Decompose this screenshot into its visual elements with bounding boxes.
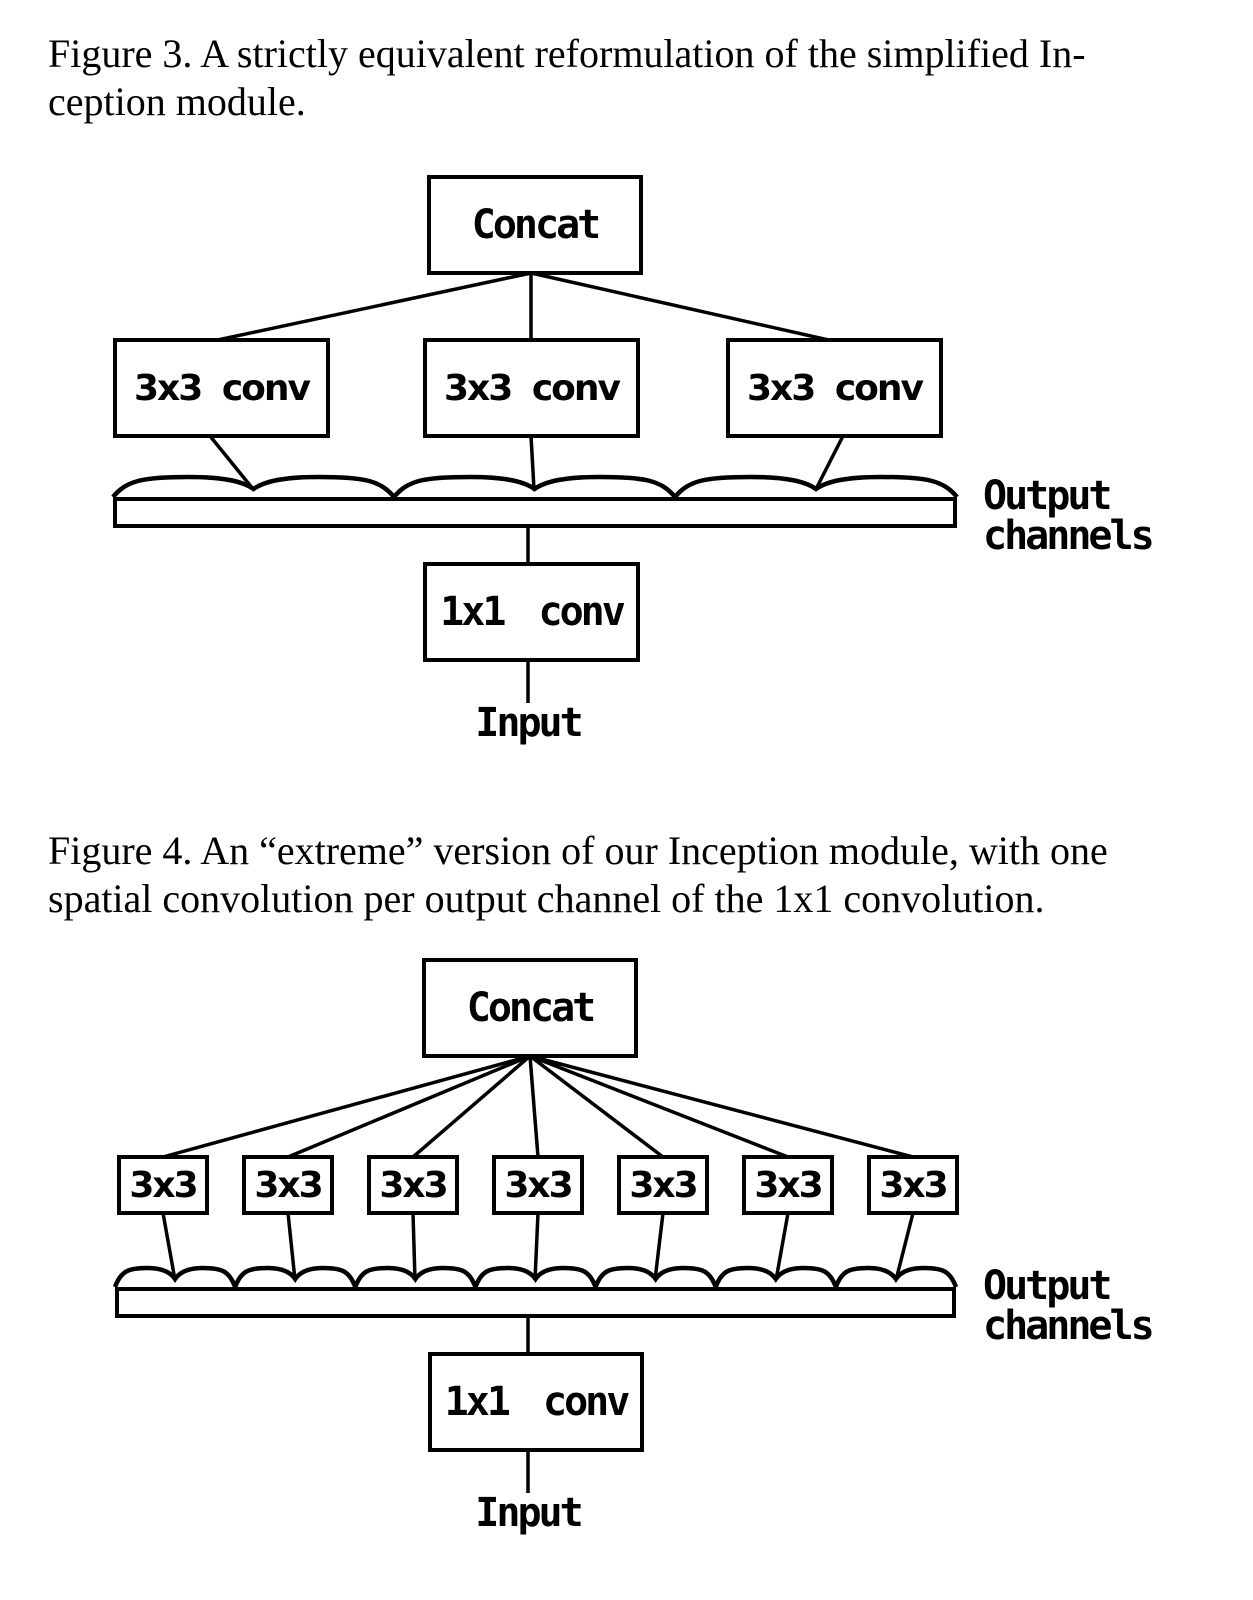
figure3-output-channels-line-1: Output [983, 473, 1112, 519]
figure3-connector-lines [208, 271, 845, 703]
figure3-caption-line-2: ception module. [48, 79, 306, 124]
figure3-conv-label-3: 3x3 conv [746, 367, 924, 409]
figure3-conv-node-1: 3x3 conv [113, 338, 330, 438]
figure3-conv-label-1: 3x3 conv [133, 367, 311, 409]
figure4-conv-node-1: 3x3 [117, 1155, 209, 1215]
figure4-output-channels-line-1: Output [983, 1263, 1112, 1309]
figure4-caption: Figure 4. An “extreme” version of our In… [48, 827, 1218, 923]
figure4-connector-lines [161, 1054, 915, 1493]
figure4-concat-label: Concat [466, 985, 596, 1031]
figure4-output-channels-label: Output channels [983, 1263, 1155, 1349]
figure3-pointwise-conv-label: 1x1 conv [440, 589, 626, 635]
figure3-conv-label-2: 3x3 conv [443, 367, 621, 409]
figure4-conv-label-7: 3x3 [879, 1164, 948, 1206]
figure3-conv-node-2: 3x3 conv [423, 338, 640, 438]
figure4-input-label: Input [475, 1490, 583, 1536]
figure4-conv-label-1: 3x3 [129, 1164, 198, 1206]
figure4-concat-node: Concat [422, 958, 638, 1058]
figure4-conv-node-2: 3x3 [242, 1155, 334, 1215]
figure4-caption-line-1: Figure 4. An “extreme” version of our In… [48, 828, 1108, 873]
figure3-conv-node-3: 3x3 conv [726, 338, 943, 438]
figure3-concat-label: Concat [471, 202, 601, 248]
figure3-output-channels-label: Output channels [983, 473, 1155, 559]
figure3-pointwise-conv-node: 1x1 conv [423, 562, 640, 662]
figure4-conv-label-6: 3x3 [754, 1164, 823, 1206]
figure4-conv-node-5: 3x3 [617, 1155, 709, 1215]
figure4-conv-node-4: 3x3 [492, 1155, 584, 1215]
figure4-conv-label-5: 3x3 [629, 1164, 698, 1206]
figure4-output-channels-bar [115, 1287, 956, 1318]
figure4-conv-node-6: 3x3 [742, 1155, 834, 1215]
figure4-pointwise-conv-label: 1x1 conv [444, 1379, 631, 1425]
figure3-output-channels-line-2: channels [983, 513, 1155, 559]
figure4-caption-line-2: spatial convolution per output channel o… [48, 876, 1045, 921]
figure3-concat-node: Concat [427, 175, 643, 275]
figure4-conv-label-2: 3x3 [254, 1164, 323, 1206]
figure3-output-channels-bar [113, 497, 957, 528]
figure4-pointwise-conv-node: 1x1 conv [428, 1352, 644, 1452]
figure4-conv-node-7: 3x3 [867, 1155, 959, 1215]
figure4-conv-label-3: 3x3 [379, 1164, 448, 1206]
figure4-conv-node-3: 3x3 [367, 1155, 459, 1215]
figure4-conv-label-4: 3x3 [504, 1164, 573, 1206]
figure3-input-label: Input [475, 700, 583, 746]
figure4-output-channels-line-2: channels [983, 1303, 1155, 1349]
figure3-caption-line-1: Figure 3. A strictly equivalent reformul… [48, 31, 1086, 76]
figure3-caption: Figure 3. A strictly equivalent reformul… [48, 30, 1218, 126]
